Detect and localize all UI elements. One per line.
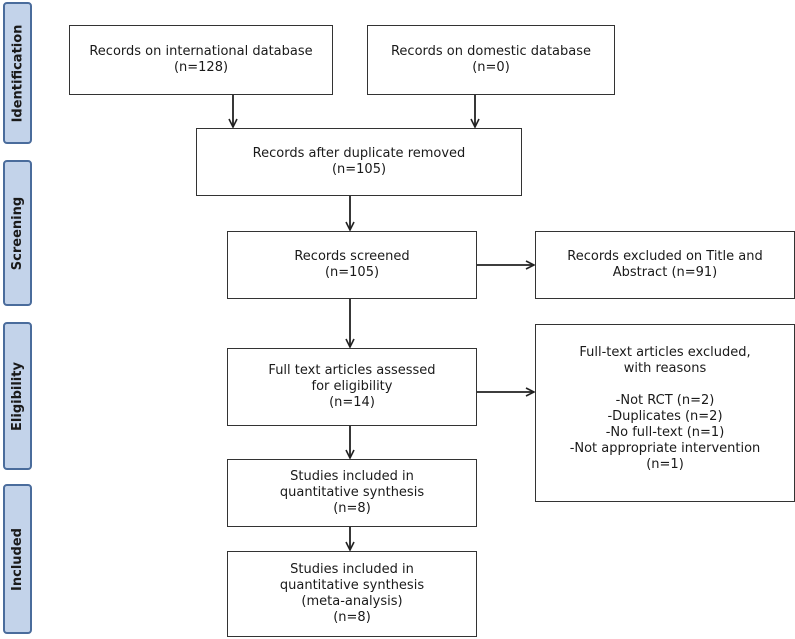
exclusion-reason: (n=1) [646,457,684,472]
exclusion-reason: -Not RCT (n=2) [615,393,715,408]
exclusion-reason: -No full-text (n=1) [605,425,725,440]
records-screened-label: Records screened [294,249,410,264]
full-text-excluded-line1: Full-text articles excluded, [579,345,751,360]
excluded-title-abstract-box: Records excluded on Title and Abstract (… [535,231,795,299]
domestic-records-label: Records on domestic database [390,44,592,59]
meta-analysis-line3: (meta-analysis) [301,594,403,609]
full-text-excluded-line2: with reasons [623,361,707,376]
studies-included-count: (n=8) [333,501,371,516]
international-records-box: Records on international database (n=128… [69,25,333,95]
full-text-assessed-count: (n=14) [329,395,375,410]
meta-analysis-count: (n=8) [333,610,371,625]
duplicates-removed-label: Records after duplicate removed [252,146,466,161]
exclusion-reason: -Duplicates (n=2) [607,409,723,424]
full-text-assessed-line1: Full text articles assessed [268,363,436,378]
records-screened-count: (n=105) [324,265,380,280]
records-screened-box: Records screened (n=105) [227,231,477,299]
excluded-title-abstract-line2: Abstract (n=91) [612,265,718,280]
meta-analysis-line1: Studies included in [290,562,414,577]
meta-analysis-line2: quantitative synthesis [279,578,425,593]
international-records-count: (n=128) [173,60,229,75]
domestic-records-box: Records on domestic database (n=0) [367,25,615,95]
duplicates-removed-count: (n=105) [331,162,387,177]
full-text-excluded-box: Full-text articles excluded, with reason… [535,324,795,502]
studies-included-line1: Studies included in [290,469,414,484]
excluded-title-abstract-line1: Records excluded on Title and [567,249,763,264]
phase-eligibility: Eligibility [3,322,32,470]
phase-identification: Identification [3,2,32,144]
phase-screening: Screening [3,160,32,306]
studies-included-line2: quantitative synthesis [279,485,425,500]
meta-analysis-box: Studies included in quantitative synthes… [227,551,477,637]
international-records-label: Records on international database [89,44,313,59]
full-text-assessed-box: Full text articles assessed for eligibil… [227,348,477,426]
phase-included: Included [3,484,32,634]
studies-included-box: Studies included in quantitative synthes… [227,459,477,527]
full-text-assessed-line2: for eligibility [311,379,393,394]
exclusion-reason: -Not appropriate intervention [569,441,761,456]
duplicates-removed-box: Records after duplicate removed (n=105) [196,128,522,196]
domestic-records-count: (n=0) [472,60,510,75]
